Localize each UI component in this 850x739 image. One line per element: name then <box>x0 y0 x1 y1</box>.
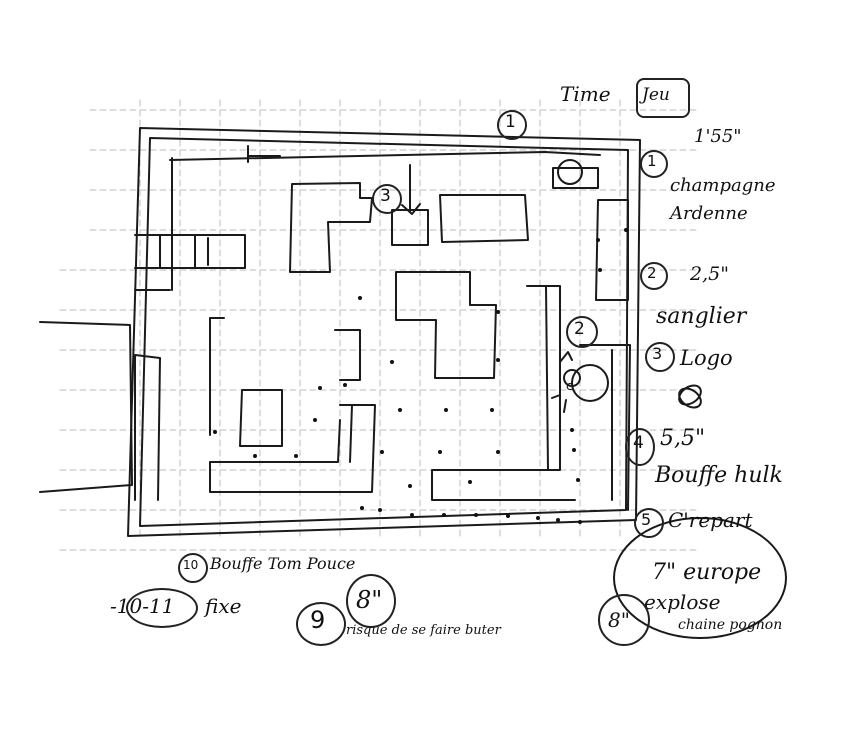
note-9-circle <box>296 602 346 646</box>
event-4-num: 4 <box>633 433 644 453</box>
block-lower-left-d <box>209 404 376 493</box>
marker-2-circle <box>566 316 598 348</box>
fixe-text: fixe <box>205 594 242 618</box>
block-small <box>391 209 429 246</box>
pellets <box>213 228 628 524</box>
logo-doodle <box>678 384 702 409</box>
marker-3-circle <box>372 184 402 214</box>
creature-sketch: c <box>551 351 609 413</box>
fixe-range: -10-11 <box>110 594 175 618</box>
event-4-circle <box>625 428 655 466</box>
marker-3-label: 3 <box>380 186 391 206</box>
event-2-num: 2 <box>647 264 657 282</box>
event-4-time: 5,5" <box>660 426 706 451</box>
block-upper-right <box>439 194 529 243</box>
fixe-circle <box>126 588 198 628</box>
right-corridor <box>595 199 629 301</box>
time-box-label: Jeu <box>642 85 670 105</box>
event-5-num: 5 <box>641 510 652 529</box>
event-1-num: 1 <box>647 152 657 170</box>
time-box <box>636 78 690 118</box>
europe-oval <box>613 517 787 639</box>
event-1-text: champagne Ardenne <box>670 175 776 224</box>
event-1-circle <box>640 150 668 178</box>
note-9-text: risque de se faire buter <box>346 623 501 638</box>
background-grid <box>59 99 701 551</box>
event-2-time: 2,5" <box>690 263 729 285</box>
note-10-circle <box>178 553 208 583</box>
event-2-circle <box>640 262 668 290</box>
svg-text:c: c <box>566 379 573 393</box>
event-5-text: C'repart <box>668 508 753 532</box>
block-middle-b <box>431 285 576 501</box>
marker-2-label: 2 <box>574 319 585 339</box>
block-lower-left-a <box>209 317 225 436</box>
block-lower-left-b <box>239 389 283 447</box>
top-corridor <box>169 151 601 161</box>
note-10-text: Bouffe Tom Pouce <box>210 554 356 573</box>
chaine-text: chaine pognon <box>678 617 783 633</box>
note-8-time: 8" <box>356 586 383 614</box>
marker-1-circle <box>497 110 527 140</box>
europe-time: 7" europe <box>652 560 762 585</box>
event-3-num: 3 <box>652 344 663 363</box>
note-8-circle <box>346 574 396 628</box>
note-9-num: 9 <box>310 606 326 634</box>
event-4-text: Bouffe hulk <box>655 463 783 488</box>
event-2-text: sanglier <box>656 304 747 329</box>
explose-text: explose <box>644 590 721 614</box>
left-block <box>39 321 133 493</box>
eight-time: 8" <box>608 608 630 632</box>
event-3-text: Logo <box>680 346 733 370</box>
event-5-circle <box>634 508 664 538</box>
eight-circle <box>598 594 650 646</box>
event-1-time: 1'55" <box>694 126 742 147</box>
block-upper-left <box>289 182 373 273</box>
block-middle-a <box>395 271 497 379</box>
note-10-num: 10 <box>183 558 199 572</box>
event-3-circle <box>645 342 675 372</box>
block-lower-left-c <box>334 329 361 381</box>
marker-1-label: 1 <box>505 112 516 132</box>
time-label: Time <box>560 82 611 106</box>
